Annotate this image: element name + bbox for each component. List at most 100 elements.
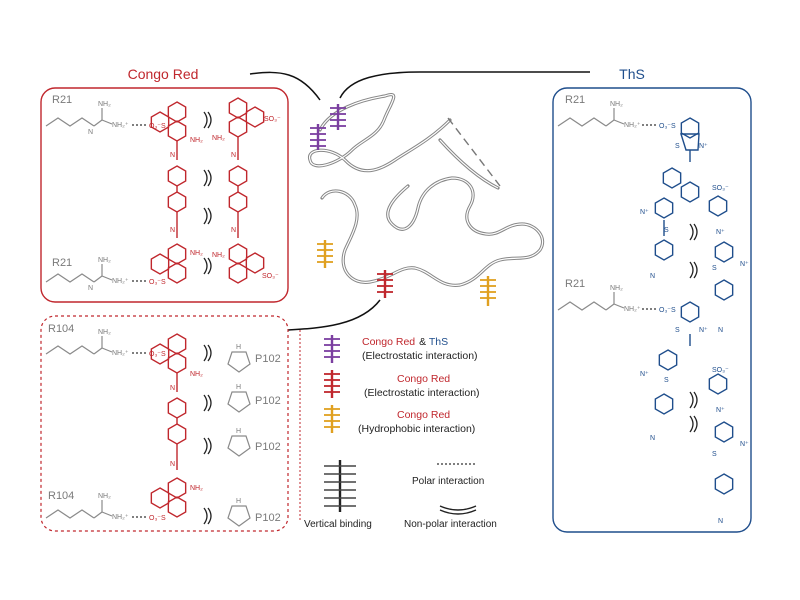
- svg-text:NH₂⁺: NH₂⁺: [624, 122, 641, 129]
- nh2-label: NH₂: [190, 137, 203, 144]
- svg-text:NH₂: NH₂: [610, 285, 623, 292]
- nh2plus-label: NH₂⁺: [112, 122, 129, 129]
- nh2-label: NH₂: [212, 252, 225, 259]
- ths-molecule-4: S N⁺ N⁺ S N: [640, 301, 708, 442]
- legend-orange-name: Congo Red: [397, 409, 450, 421]
- legend-vertical-binding: Vertical binding: [304, 460, 372, 530]
- svg-text:N⁺: N⁺: [640, 371, 649, 378]
- azo-label: N: [170, 461, 175, 468]
- sulfonate-label: O₃⁻S: [149, 515, 166, 522]
- svg-text:N⁺: N⁺: [640, 209, 649, 216]
- p102-label-2: P102: [255, 395, 281, 407]
- nh2-label: NH₂: [98, 329, 111, 336]
- nh2-label: NH₂: [98, 101, 111, 108]
- azo-label: N: [231, 152, 236, 159]
- sulfonate-label: O₃⁻S: [149, 123, 166, 130]
- svg-text:N⁺: N⁺: [740, 261, 749, 268]
- svg-text:N: N: [718, 327, 723, 334]
- nh2plus-label: NH₂⁺: [112, 514, 129, 521]
- svg-text:N: N: [650, 435, 655, 442]
- svg-text:S: S: [712, 265, 717, 272]
- r104-label-top: R104: [48, 323, 74, 335]
- so3-label: SO₃⁻: [262, 273, 279, 280]
- nonpolar-arcs-bottom: [203, 344, 212, 525]
- azo-label: N: [170, 152, 175, 159]
- legend-nonpolar: Non-polar interaction: [404, 505, 497, 530]
- nh2-label: NH₂: [190, 371, 203, 378]
- azo-label: N: [170, 227, 175, 234]
- svg-text:N⁺: N⁺: [699, 327, 708, 334]
- orange-binding-marker-2: [480, 276, 496, 306]
- nh2-label: NH₂: [98, 257, 111, 264]
- legend-red: Congo Red (Electrostatic interaction): [324, 370, 480, 399]
- orange-binding-marker-1: [317, 240, 333, 268]
- svg-text:Congo Red& ThS: Congo Red& ThS: [362, 336, 448, 348]
- purple-binding-marker-2: [330, 104, 346, 130]
- nh-label: N: [88, 129, 93, 136]
- sulfonate-label: O₃⁻S: [149, 279, 166, 286]
- svg-text:S: S: [712, 451, 717, 458]
- proline-1: H P102: [227, 344, 281, 373]
- congo-red-top-panel: [40, 87, 289, 303]
- svg-text:NH₂⁺: NH₂⁺: [624, 306, 641, 313]
- nh2-label: NH₂: [98, 493, 111, 500]
- ths-panel: [552, 87, 752, 533]
- legend-red-desc: (Electrostatic interaction): [364, 387, 480, 399]
- svg-text:N⁺: N⁺: [716, 229, 725, 236]
- ths-molecule-1: S N⁺: [662, 117, 708, 203]
- legend-purple-name2: ThS: [429, 336, 448, 348]
- ths-nonpolar-arcs: [689, 223, 698, 433]
- congo-red-molecule-1: NH₂ N N NH₂: [150, 101, 203, 284]
- svg-text:N⁺: N⁺: [740, 441, 749, 448]
- red-binding-marker: [377, 270, 393, 298]
- svg-text:S: S: [664, 377, 669, 384]
- ths-arginine-top: NH₂ NH₂⁺ O₃⁻S: [557, 101, 676, 130]
- svg-text:S: S: [675, 327, 680, 334]
- svg-text:S: S: [675, 143, 680, 150]
- svg-text:N⁺: N⁺: [699, 143, 708, 150]
- arginine-sidechain-top: NH₂ N NH₂⁺ O₃⁻S: [45, 101, 166, 136]
- legend-polar: Polar interaction: [412, 463, 484, 487]
- legend-orange-desc: (Hydrophobic interaction): [358, 423, 475, 435]
- p102-label-1: P102: [255, 353, 281, 365]
- purple-binding-marker-1: [310, 124, 326, 150]
- congo-red-bottom-panel: [40, 315, 289, 532]
- congo-red-molecule-3: NH₂ N N NH₂: [150, 333, 203, 518]
- sulfonate-label: O₃⁻S: [149, 351, 166, 358]
- arginine-sidechain-mid: NH₂ N NH₂⁺ O₃⁻S: [45, 257, 166, 292]
- legend-purple: Congo Red& ThS (Electrostatic interactio…: [324, 335, 478, 363]
- ths-molecule-3: SO₃⁻ N⁺ N⁺ S N: [708, 185, 749, 334]
- ths-r21-label-bottom: R21: [565, 278, 585, 290]
- so3-label: SO₃⁻: [264, 116, 281, 123]
- legend-orange: Congo Red (Hydrophobic interaction): [324, 405, 475, 435]
- legend-purple-name1: Congo Red: [362, 336, 415, 348]
- nh2-label: NH₂: [212, 135, 225, 142]
- svg-text:S: S: [664, 227, 669, 234]
- congo-red-header: Congo Red: [128, 66, 199, 82]
- nh2-label: NH₂: [190, 485, 203, 492]
- nh2plus-label: NH₂⁺: [112, 278, 129, 285]
- r21-label-top: R21: [52, 94, 72, 106]
- svg-text:N: N: [650, 273, 655, 280]
- azo-label: N: [170, 385, 175, 392]
- svg-text:NH₂: NH₂: [610, 101, 623, 108]
- p102-label-4: P102: [255, 512, 281, 524]
- svg-text:O₃⁻S: O₃⁻S: [659, 123, 676, 130]
- congo-red-molecule-2: SO₃⁻ NH₂ N N SO₃⁻ NH₂: [212, 97, 281, 284]
- p102-label-3: P102: [255, 441, 281, 453]
- ths-molecule-5: SO₃⁻ N⁺ N⁺ S N: [708, 367, 749, 525]
- ths-header: ThS: [619, 66, 645, 82]
- svg-text:N: N: [718, 518, 723, 525]
- protein-fold-inner: [309, 94, 544, 286]
- legend-nonpolar-label: Non-polar interaction: [404, 519, 497, 530]
- connector-congo-red: [249, 71, 321, 101]
- connector-bottom: [287, 299, 381, 331]
- svg-text:H: H: [236, 498, 241, 505]
- r21-label-bottom: R21: [52, 257, 72, 269]
- legend-vertical-label: Vertical binding: [304, 519, 372, 530]
- legend-purple-amp: &: [419, 336, 429, 348]
- arginine-sidechain-r104-bottom: NH₂ NH₂⁺ O₃⁻S: [45, 493, 166, 522]
- legend-purple-desc: (Electrostatic interaction): [362, 350, 478, 362]
- azo-label: N: [231, 227, 236, 234]
